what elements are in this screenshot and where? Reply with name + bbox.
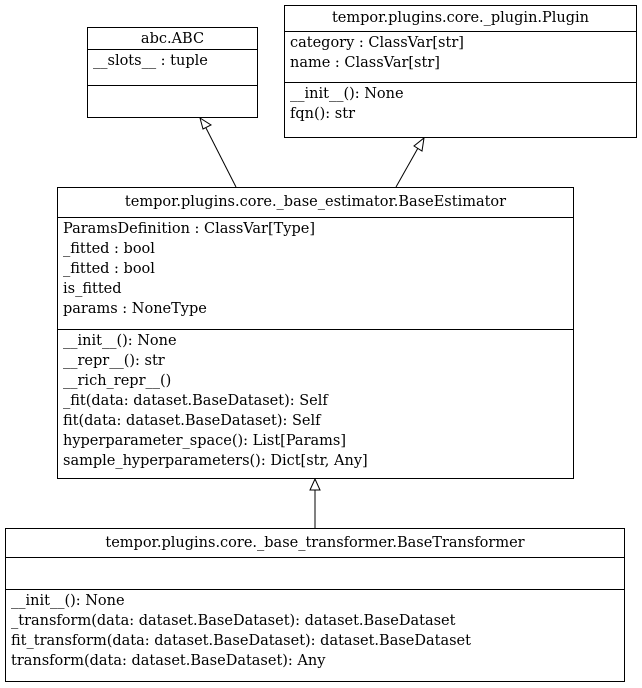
class-plugin: tempor.plugins.core._plugin.Plugin categ… [284, 5, 637, 138]
arrowhead-plugin [413, 136, 425, 152]
methods-section: __init__(): None __repr__(): str __rich_… [58, 329, 573, 477]
class-base-transformer: tempor.plugins.core._base_transformer.Ba… [5, 528, 625, 682]
arrowhead-estimator [309, 477, 321, 491]
arrowhead-abc [199, 116, 213, 130]
method-line: _fit(data: dataset.BaseDataset): Self [63, 393, 328, 409]
attribute-line: __slots__ : tuple [93, 53, 208, 69]
method-line: __init__(): None [11, 593, 125, 609]
method-line: transform(data: dataset.BaseDataset): An… [11, 653, 326, 669]
class-title: tempor.plugins.core._base_estimator.Base… [124, 194, 507, 210]
class-title: tempor.plugins.core._base_transformer.Ba… [105, 535, 525, 551]
method-line: __repr__(): str [63, 353, 165, 369]
edge-estimator-to-abc [205, 127, 237, 188]
attribute-line: ParamsDefinition : ClassVar[Type] [63, 221, 316, 237]
class-title: tempor.plugins.core._plugin.Plugin [331, 10, 590, 26]
method-line: __rich_repr__() [63, 373, 172, 389]
method-line: fit_transform(data: dataset.BaseDataset)… [11, 633, 471, 649]
class-abc: abc.ABC __slots__ : tuple [87, 27, 258, 118]
attributes-section: category : ClassVar[str] name : ClassVar… [285, 31, 636, 82]
attributes-section [6, 557, 624, 589]
method-line: _transform(data: dataset.BaseDataset): d… [11, 613, 456, 629]
method-line: __init__(): None [290, 86, 404, 102]
attribute-line: params : NoneType [63, 301, 207, 317]
edge-estimator-to-plugin [395, 147, 419, 188]
method-line: fit(data: dataset.BaseDataset): Self [63, 413, 321, 429]
methods-section: __init__(): None fqn(): str [285, 82, 636, 137]
method-line: fqn(): str [290, 106, 355, 122]
attribute-line: is_fitted [63, 281, 122, 297]
attributes-section: __slots__ : tuple [88, 49, 257, 85]
attribute-line: _fitted : bool [63, 241, 155, 257]
methods-section: __init__(): None _transform(data: datase… [6, 589, 624, 682]
attribute-line: category : ClassVar[str] [290, 35, 464, 51]
method-line: hyperparameter_space(): List[Params] [63, 433, 346, 449]
attribute-line: _fitted : bool [63, 261, 155, 277]
class-base-estimator: tempor.plugins.core._base_estimator.Base… [57, 187, 574, 479]
method-line: __init__(): None [63, 333, 177, 349]
attribute-line: name : ClassVar[str] [290, 55, 440, 71]
method-line: sample_hyperparameters(): Dict[str, Any] [63, 453, 368, 469]
class-title: abc.ABC [140, 31, 205, 47]
methods-section [88, 85, 257, 118]
attributes-section: ParamsDefinition : ClassVar[Type] _fitte… [58, 217, 573, 329]
